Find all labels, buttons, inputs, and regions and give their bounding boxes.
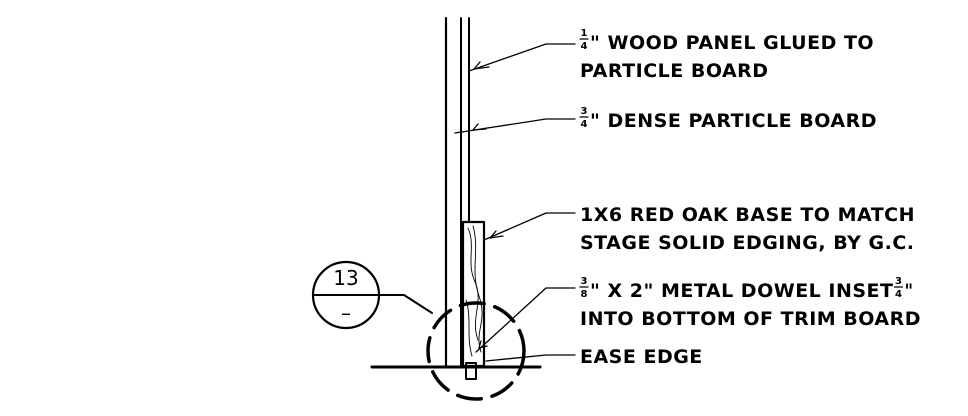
callout-4-line1: " X 2" METAL DOWEL INSET: [590, 280, 894, 302]
callout-1-fraction-num: 1: [581, 28, 588, 39]
leader-particle-board: [454, 118, 576, 134]
leader-metal-dowel: [475, 287, 576, 353]
callout-3-line1: 1X6 RED OAK BASE TO MATCH: [580, 204, 915, 226]
callout-4-line2: INTO BOTTOM OF TRIM BOARD: [580, 308, 921, 330]
leader-wood-panel: [468, 43, 576, 72]
callout-metal-dowel: 3 8 " X 2" METAL DOWEL INSET 3 4 " INTO …: [579, 276, 921, 330]
leader-red-oak-base: [483, 212, 576, 241]
callout-4-fraction-num: 3: [581, 276, 588, 287]
callout-3-line2: STAGE SOLID EDGING, BY G.C.: [580, 232, 915, 254]
detail-circle: [426, 301, 526, 401]
metal-dowel: [465, 362, 477, 380]
callout-4-end-mark: ": [905, 280, 914, 302]
detail-bubble-number: 13: [333, 266, 358, 290]
callout-1-fraction-den: 4: [581, 41, 588, 52]
leader-ease-edge: [485, 354, 576, 362]
detail-bubble-leader-2: [403, 294, 433, 314]
callout-red-oak-base: 1X6 RED OAK BASE TO MATCH STAGE SOLID ED…: [580, 204, 915, 254]
red-oak-base-board: [461, 220, 486, 368]
callout-4-end-fraction-den: 4: [895, 289, 902, 300]
callout-wood-panel: 1 4 " WOOD PANEL GLUED TO PARTICLE BOARD: [579, 28, 874, 82]
callout-particle-board: 3 4 " DENSE PARTICLE BOARD: [579, 106, 877, 132]
callout-2-fraction-den: 4: [581, 119, 588, 130]
detail-bubble: 13 –: [311, 260, 433, 330]
callout-1-line1: " WOOD PANEL GLUED TO: [590, 32, 874, 54]
detail-bubble-sheet: –: [341, 301, 351, 325]
callout-5-line1: EASE EDGE: [580, 346, 703, 368]
callout-4-end-fraction-num: 3: [895, 276, 902, 287]
callout-4-fraction-den: 8: [581, 289, 588, 300]
callout-ease-edge: EASE EDGE: [580, 346, 703, 368]
callout-2-line1: " DENSE PARTICLE BOARD: [590, 110, 877, 132]
callout-1-line2: PARTICLE BOARD: [580, 60, 769, 82]
callout-2-fraction-num: 3: [581, 106, 588, 117]
wood-grain-hatch: [465, 225, 483, 357]
